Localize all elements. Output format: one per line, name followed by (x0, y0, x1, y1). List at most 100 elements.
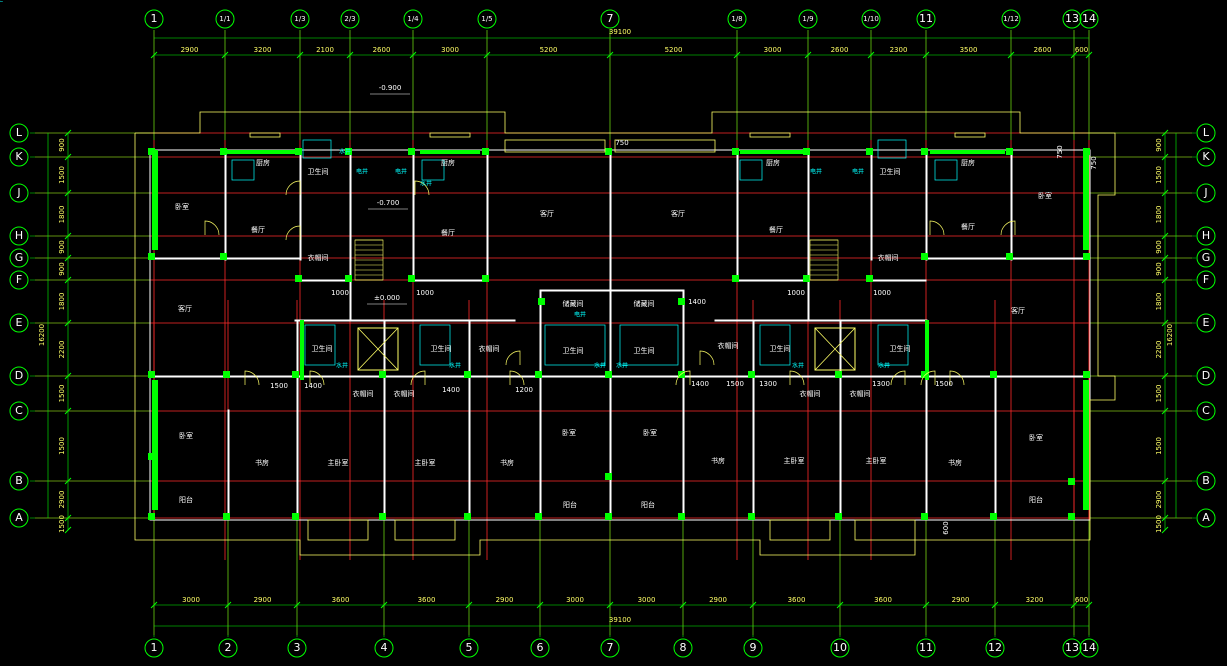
grid-label-bottom: 3 (294, 641, 301, 654)
dim-tick (536, 601, 544, 609)
column (605, 148, 612, 155)
column (223, 513, 230, 520)
column (464, 371, 471, 378)
column (835, 513, 842, 520)
dim-text: 2900 (1155, 491, 1163, 509)
column (1068, 513, 1075, 520)
grid-label-left: A (15, 511, 23, 524)
room-label: 卫生间 (880, 167, 901, 176)
grid-bubble-right (1196, 123, 1216, 143)
fixture (419, 324, 451, 366)
opening-dim: 600 (942, 521, 950, 534)
fixture (877, 324, 909, 366)
grid-bubble-left (9, 508, 29, 528)
wall (149, 375, 1091, 378)
room-label: 厨房 (441, 158, 455, 167)
dim-text: 1500 (1155, 166, 1163, 184)
dim-tick (1161, 276, 1169, 284)
dim-text: 2200 (1155, 341, 1163, 359)
dim-tick (733, 51, 741, 59)
column (148, 453, 155, 460)
grid-bubble-top (215, 9, 235, 29)
room-label: 储藏间 (563, 299, 584, 308)
wall (736, 279, 809, 282)
wall (1010, 149, 1013, 261)
room-label: 衣帽间 (394, 389, 415, 398)
room-label: 卧室 (175, 202, 189, 211)
column (990, 513, 997, 520)
dim-tick (804, 51, 812, 59)
column (1006, 253, 1013, 260)
elevation-label: ±0.000 (374, 294, 400, 302)
dim-text: 3600 (788, 596, 806, 604)
room-label: 卧室 (179, 431, 193, 440)
room-label: 主卧室 (328, 458, 349, 467)
wall (296, 319, 299, 519)
room-label: 餐厅 (769, 225, 783, 234)
grid-bubble-right (1196, 248, 1216, 268)
dim-tick (922, 601, 930, 609)
room-label: 餐厅 (441, 228, 455, 237)
grid-label-left: B (15, 474, 23, 487)
opening-dim: 1000 (873, 289, 891, 297)
dim-tick (1007, 51, 1015, 59)
dim-text: 3200 (254, 46, 272, 54)
grid-bubble-top (798, 9, 818, 29)
dim-tick (64, 514, 72, 522)
fixtures (204, 132, 1016, 541)
wall (468, 319, 471, 519)
grid-label-top: 1/9 (802, 15, 813, 23)
dim-tick (1070, 51, 1078, 59)
room-label: 客厅 (671, 209, 685, 218)
grid-bubble-top (340, 9, 360, 29)
window (954, 132, 986, 138)
dim-tick (64, 372, 72, 380)
grid-bubble-bottom (374, 638, 394, 658)
dim-tick (64, 153, 72, 161)
wall (294, 319, 516, 322)
wall (609, 149, 612, 516)
grid-label-top: 13 (1065, 12, 1079, 25)
room-label: 卫生间 (308, 167, 329, 176)
wall (807, 149, 810, 321)
dim-text: 900 (58, 240, 66, 253)
grid-label-bottom: 14 (1082, 641, 1096, 654)
grid-label-left: H (15, 229, 23, 242)
room-label: 卫生间 (431, 344, 452, 353)
dim-text: 3600 (332, 596, 350, 604)
dim-text: 1500 (58, 515, 66, 533)
column (990, 371, 997, 378)
grid-bubble-top (600, 9, 620, 29)
column (535, 513, 542, 520)
room-label: 卫生间 (634, 346, 655, 355)
door-swing (204, 220, 220, 236)
room-label: 餐厅 (251, 225, 265, 234)
column (732, 148, 739, 155)
column (295, 148, 302, 155)
dim-tick (922, 51, 930, 59)
room-label: 水井 (336, 362, 348, 370)
grid-bubble-right (1196, 508, 1216, 528)
grid-bubble-bottom (916, 638, 936, 658)
wall (539, 289, 542, 519)
wall (149, 257, 226, 260)
grid-bubble-bottom (1062, 638, 1082, 658)
grid-label-left: D (15, 369, 23, 382)
column (605, 473, 612, 480)
column (292, 371, 299, 378)
grid-bubble-bottom (743, 638, 763, 658)
grid-bubble-right (1196, 471, 1216, 491)
door-swing (285, 225, 301, 241)
grid-label-bottom: 5 (466, 641, 473, 654)
grid-label-top: 11 (919, 12, 933, 25)
dim-text: 900 (1155, 240, 1163, 253)
dim-tick (1161, 129, 1169, 137)
column (152, 150, 158, 250)
grid-label-left: F (16, 273, 22, 286)
grid-label-bottom: 10 (833, 641, 847, 654)
window (749, 132, 791, 138)
column (605, 513, 612, 520)
room-label: 水井 (339, 148, 351, 156)
dim-text: 5200 (540, 46, 558, 54)
column (535, 371, 542, 378)
